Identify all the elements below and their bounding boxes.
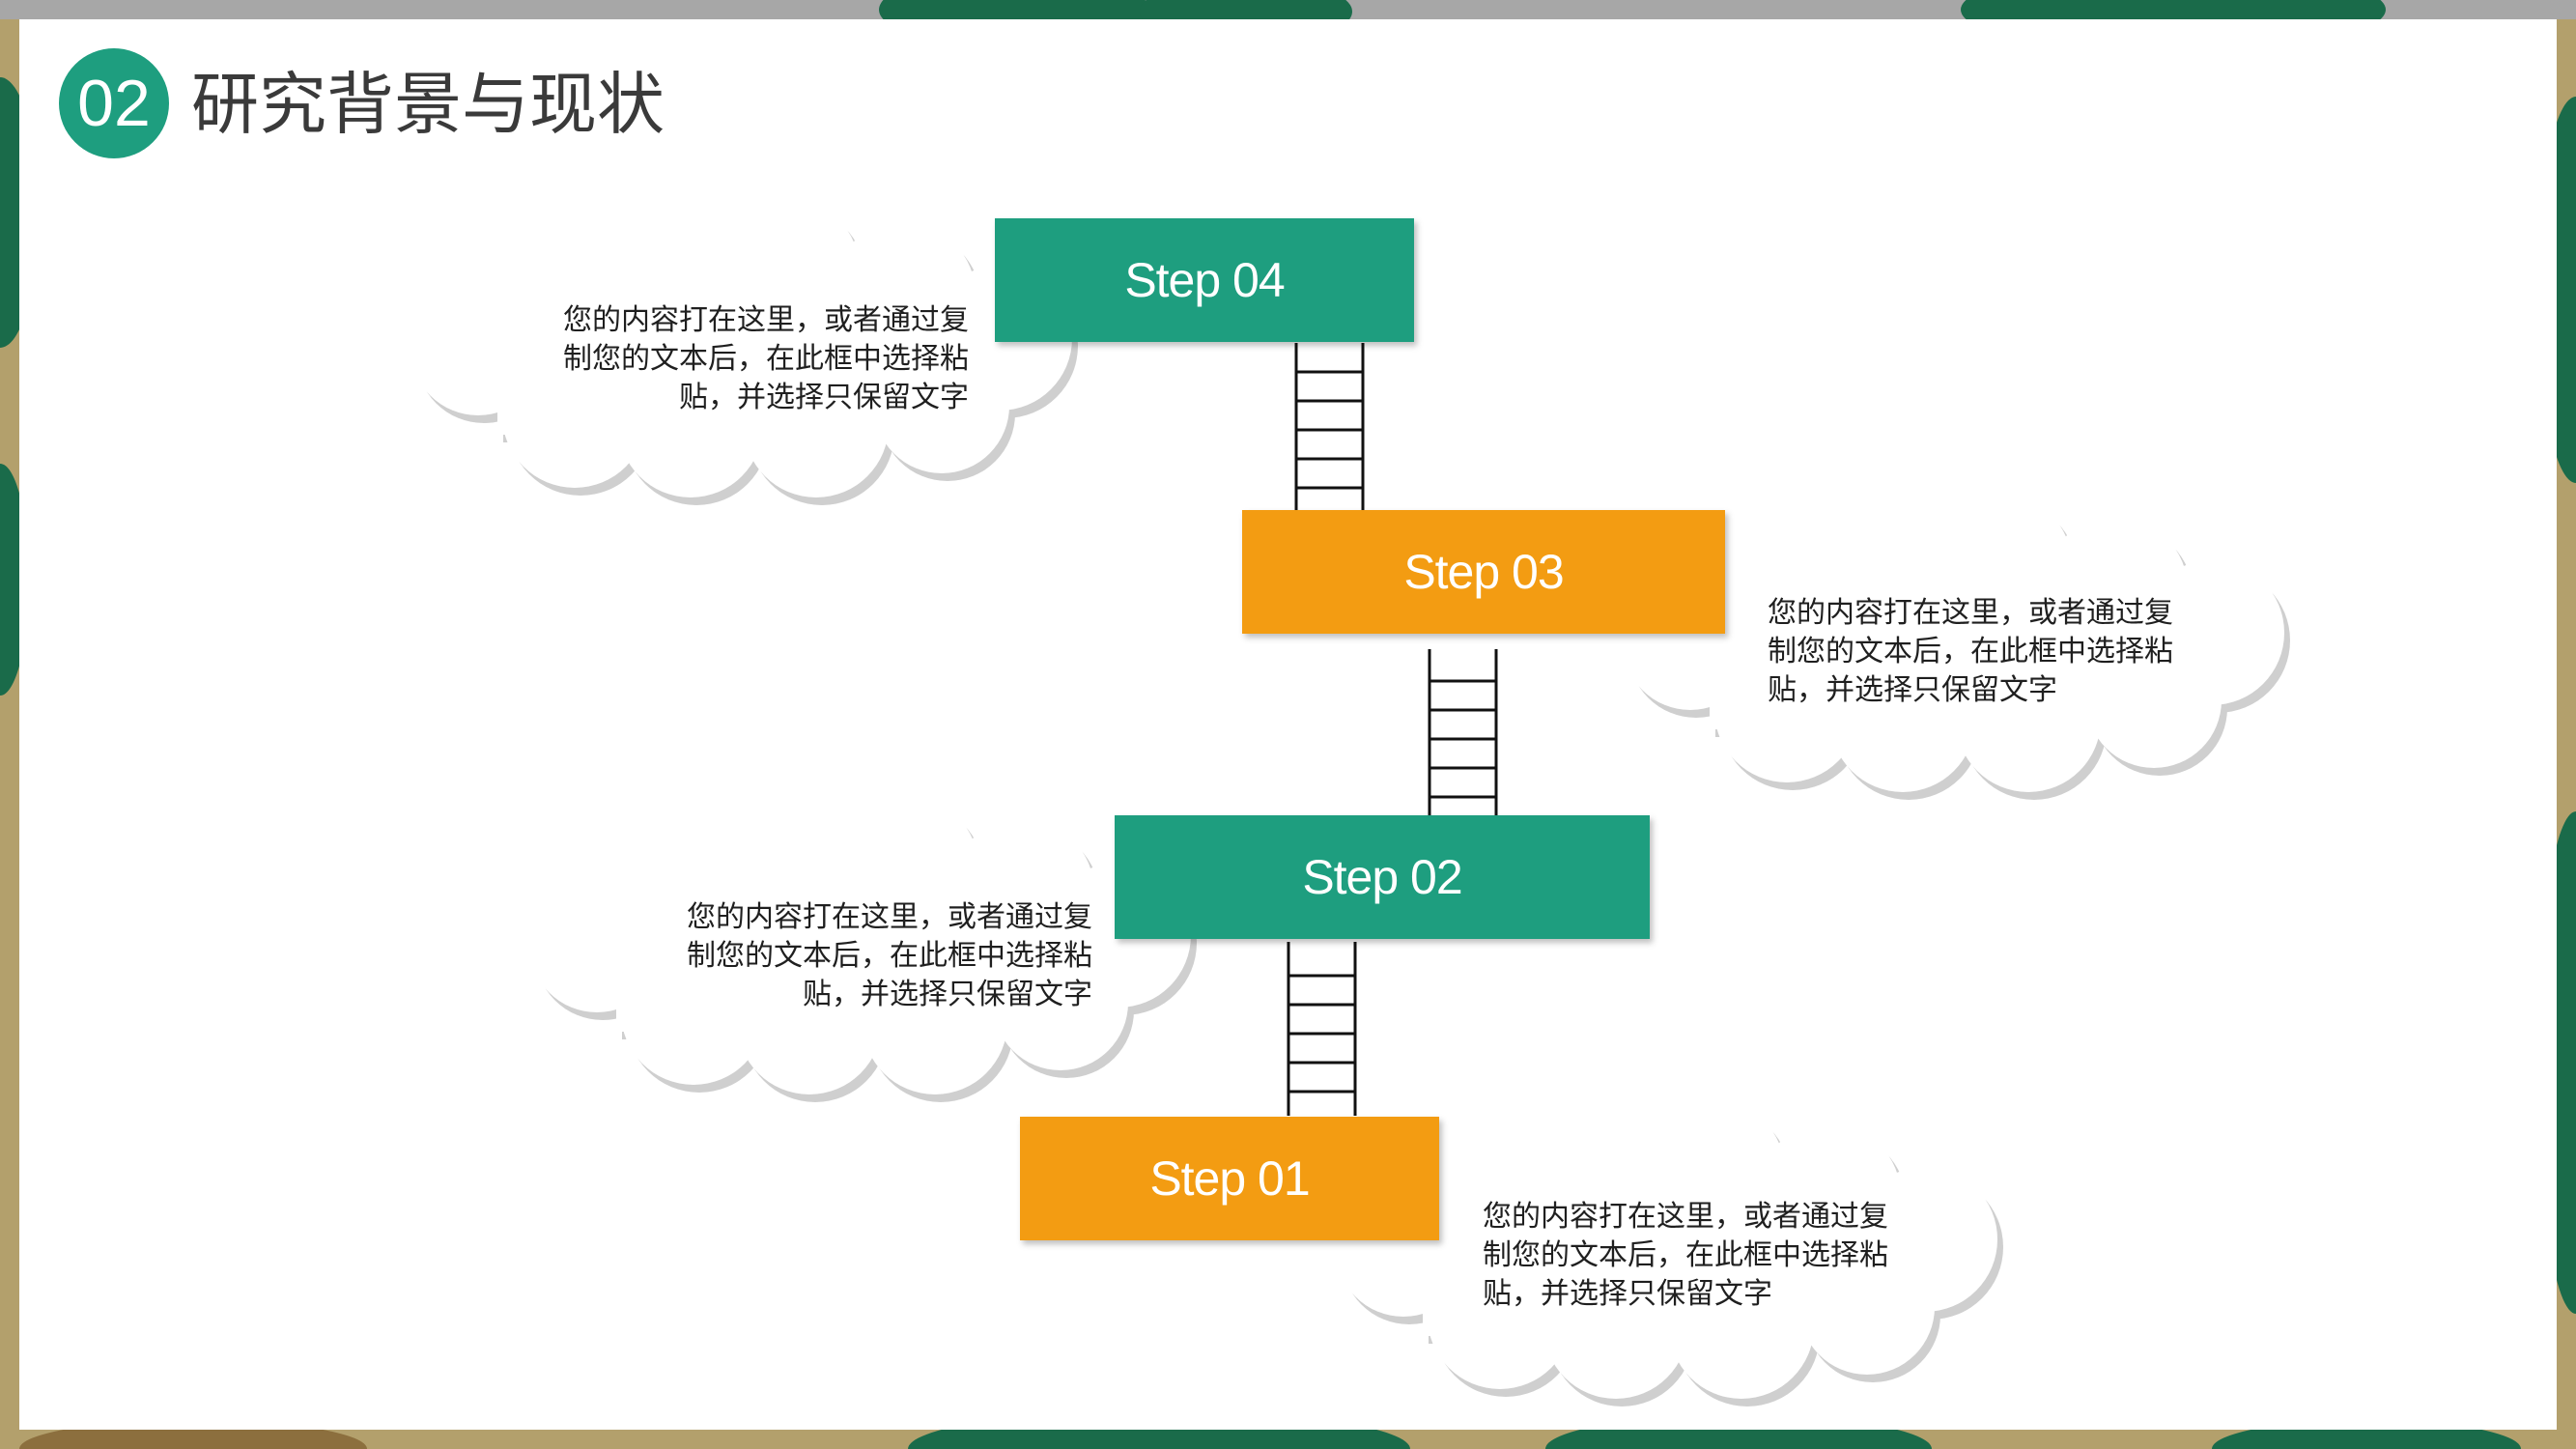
step-02-label: Step 02 bbox=[1302, 850, 1462, 904]
cloud-text-step-04: 您的内容打在这里，或者通过复 制您的文本后，在此框中选择粘 贴，并选择只保留文字 bbox=[524, 301, 969, 417]
cloud-line: 制您的文本后，在此框中选择粘 bbox=[563, 342, 969, 376]
section-number: 02 bbox=[77, 67, 151, 140]
cloud-line: 贴，并选择只保留文字 bbox=[1483, 1277, 1772, 1311]
cloud-line: 贴，并选择只保留文字 bbox=[679, 381, 969, 414]
step-03-label: Step 03 bbox=[1403, 545, 1564, 599]
cloud-line: 贴，并选择只保留文字 bbox=[803, 978, 1092, 1011]
ladder-4-3 bbox=[1294, 343, 1365, 512]
cloud-step-03: 您的内容打在这里，或者通过复 制您的文本后，在此框中选择粘 贴，并选择只保留文字 bbox=[1594, 493, 2337, 800]
cloud-text-step-02: 您的内容打在这里，或者通过复 制您的文本后，在此框中选择粘 贴，并选择只保留文字 bbox=[643, 898, 1092, 1014]
step-03-box: Step 03 bbox=[1242, 510, 1725, 634]
cloud-line: 贴，并选择只保留文字 bbox=[1768, 673, 2057, 707]
cloud-line: 制您的文本后，在此框中选择粘 bbox=[1768, 635, 2173, 668]
cloud-text-step-01: 您的内容打在这里，或者通过复 制您的文本后，在此框中选择粘 贴，并选择只保留文字 bbox=[1483, 1198, 1937, 1314]
cloud-shape-icon bbox=[529, 795, 1197, 1102]
cloud-line: 您的内容打在这里，或者通过复 bbox=[563, 303, 969, 337]
ladder-2-1 bbox=[1287, 942, 1357, 1116]
step-04-label: Step 04 bbox=[1124, 253, 1285, 307]
cloud-text-step-03: 您的内容打在这里，或者通过复 制您的文本后，在此框中选择粘 贴，并选择只保留文字 bbox=[1768, 594, 2222, 710]
step-01-box: Step 01 bbox=[1020, 1117, 1439, 1240]
cloud-line: 制您的文本后，在此框中选择粘 bbox=[1483, 1238, 1888, 1272]
cloud-step-02: 您的内容打在这里，或者通过复 制您的文本后，在此框中选择粘 贴，并选择只保留文字 bbox=[500, 795, 1244, 1102]
page-title: 研究背景与现状 bbox=[191, 65, 665, 144]
step-04-box: Step 04 bbox=[995, 218, 1414, 342]
cloud-line: 您的内容打在这里，或者通过复 bbox=[687, 900, 1092, 934]
section-number-badge: 02 bbox=[59, 48, 169, 158]
cloud-shape-icon bbox=[1623, 493, 2290, 800]
cloud-line: 制您的文本后，在此框中选择粘 bbox=[687, 939, 1092, 973]
cloud-step-01: 您的内容打在这里，或者通过复 制您的文本后，在此框中选择粘 贴，并选择只保留文字 bbox=[1307, 1099, 2051, 1406]
step-02-box: Step 02 bbox=[1115, 815, 1650, 939]
cloud-line: 您的内容打在这里，或者通过复 bbox=[1768, 596, 2173, 630]
cloud-line: 您的内容打在这里，或者通过复 bbox=[1483, 1200, 1888, 1234]
ladder-3-2 bbox=[1428, 649, 1498, 816]
step-01-label: Step 01 bbox=[1149, 1151, 1310, 1206]
cloud-shape-icon bbox=[1336, 1099, 2003, 1406]
